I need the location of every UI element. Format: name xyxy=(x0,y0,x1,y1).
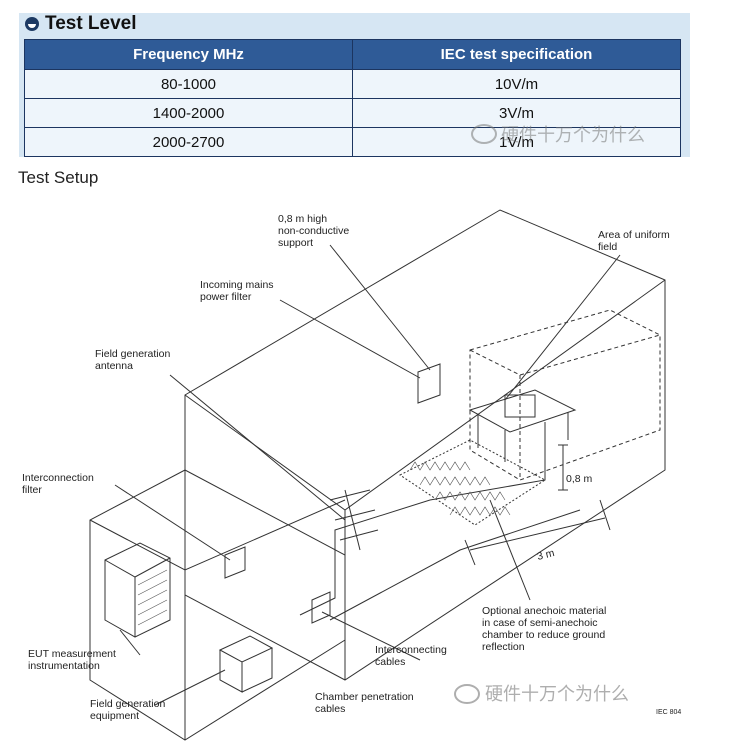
label-height: 0,8 m xyxy=(566,473,593,485)
test-level-title: Test Level xyxy=(45,13,137,34)
table-header-row: Frequency MHz IEC test specification xyxy=(24,39,681,70)
cell-frequency: 80-1000 xyxy=(24,69,353,99)
test-level-table: Frequency MHz IEC test specification 80-… xyxy=(24,39,681,157)
watermark-top: 硬件十万个为什么 xyxy=(471,121,645,147)
watermark-text: 硬件十万个为什么 xyxy=(501,125,645,145)
table-row: 80-1000 10V/m xyxy=(24,69,681,99)
cell-spec: 1V/m xyxy=(352,127,681,157)
header-iec-spec: IEC test specification xyxy=(352,39,681,70)
wechat-icon xyxy=(454,684,480,704)
label-penetration-cables: Chamber penetration cables xyxy=(315,691,417,715)
watermark-bottom: 硬件十万个为什么 xyxy=(454,684,629,704)
setup-title: Test Setup xyxy=(18,168,99,187)
wechat-icon xyxy=(471,124,497,144)
label-antenna: Field generation antenna xyxy=(95,348,173,372)
label-eut: EUT measurement instrumentation xyxy=(28,648,119,672)
watermark-text: 硬件十万个为什么 xyxy=(485,684,629,704)
test-level-heading: Test Level xyxy=(25,13,137,35)
cell-frequency: 2000-2700 xyxy=(24,127,353,157)
table-row: 1400-2000 3V/m xyxy=(24,98,681,128)
label-iec: IEC 804 xyxy=(656,709,681,716)
header-frequency: Frequency MHz xyxy=(24,39,353,70)
label-optional-material: Optional anechoic material in case of se… xyxy=(482,605,609,653)
label-distance: 3 m xyxy=(536,547,556,563)
label-uniform-field: Area of uniform field xyxy=(598,229,673,253)
test-setup-diagram: 0,8 m high non-conductive support Area o… xyxy=(22,209,681,741)
test-level-panel: Test Level Frequency MHz IEC test specif… xyxy=(19,13,690,157)
cell-spec: 3V/m xyxy=(352,98,681,128)
label-field-gen-equipment: Field generation equipment xyxy=(90,698,168,722)
label-interconnecting-cables: Interconnecting cables xyxy=(375,644,450,668)
label-interconnection-filter: Interconnection filter xyxy=(22,472,97,496)
label-mains-filter: Incoming mains power filter xyxy=(200,279,276,303)
cell-spec: 10V/m xyxy=(352,69,681,99)
table-row: 2000-2700 1V/m xyxy=(24,127,681,157)
bullet-icon xyxy=(25,17,39,31)
cell-frequency: 1400-2000 xyxy=(24,98,353,128)
label-support: 0,8 m high non-conductive support xyxy=(278,213,352,249)
